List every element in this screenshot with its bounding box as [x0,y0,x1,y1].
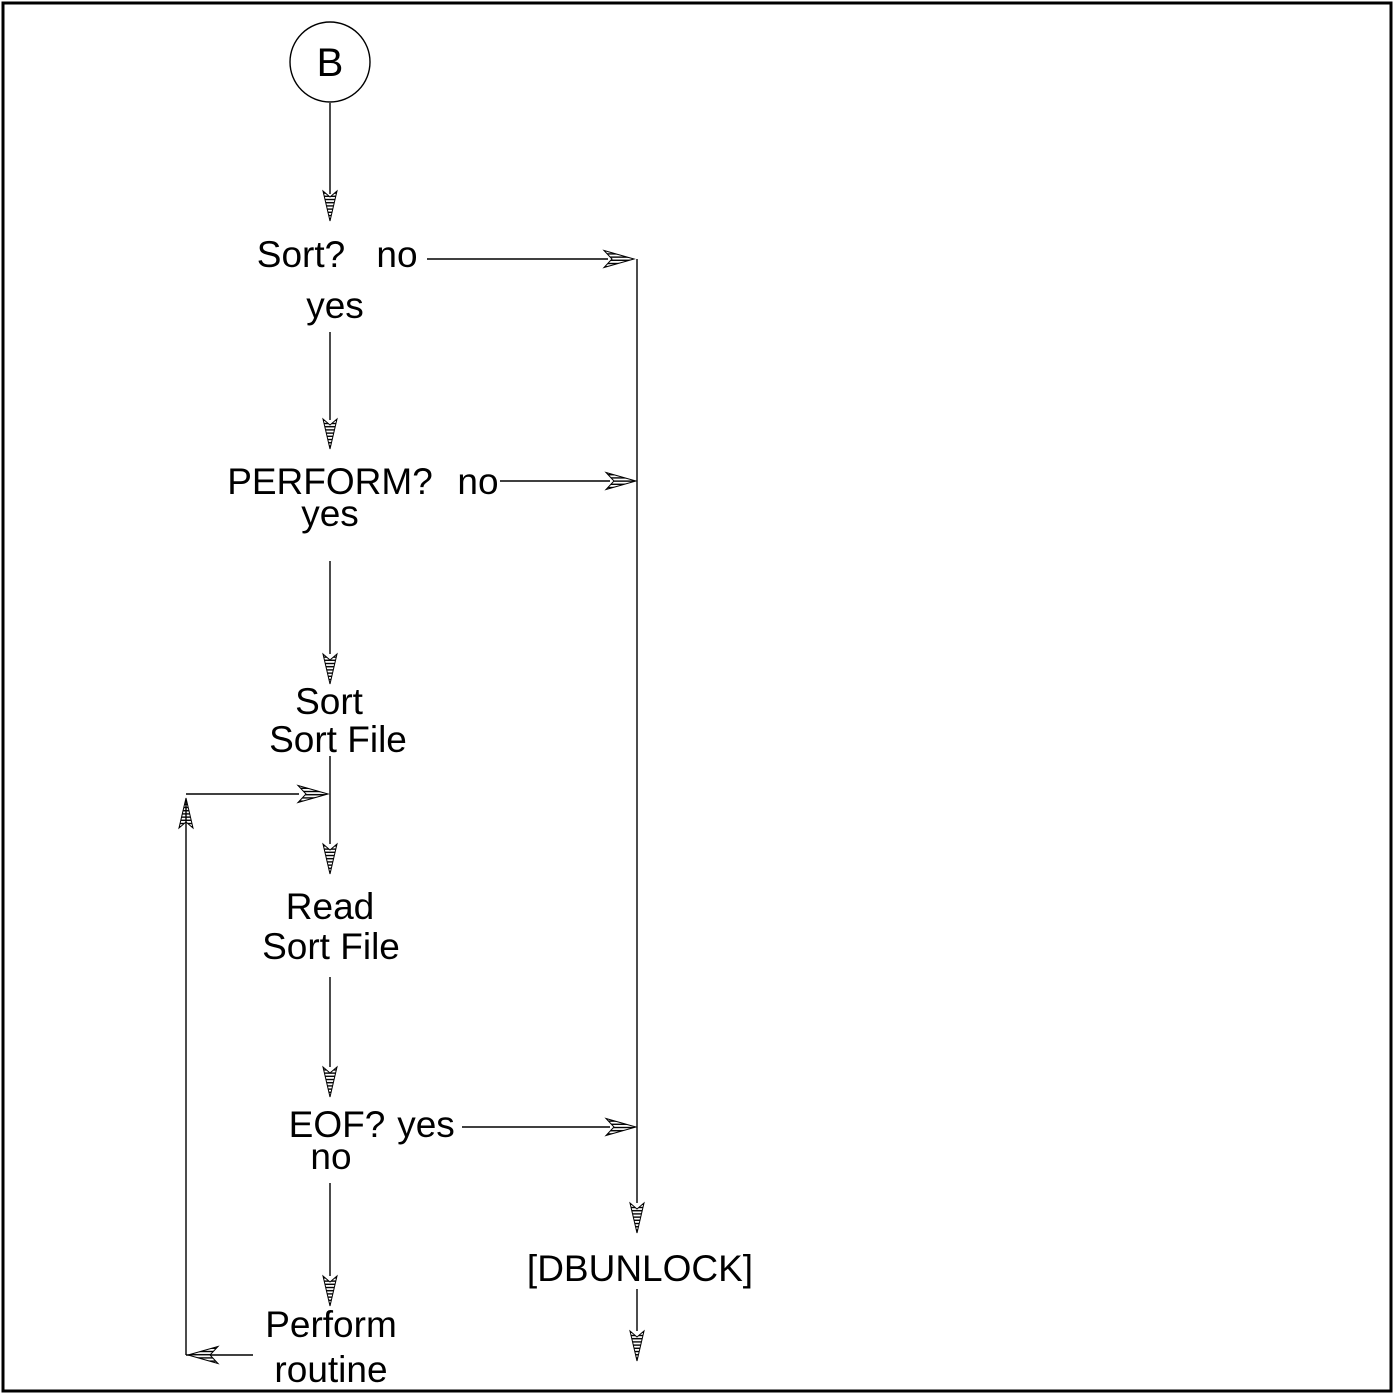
dbunlock-label: [DBUNLOCK] [527,1248,753,1289]
arrow-down-icon [629,1201,645,1234]
arrow-right-icon [604,1117,638,1137]
eof-yes-label: yes [397,1104,455,1145]
arrow-down-icon [322,1274,338,1307]
eof-no-label: no [310,1136,351,1177]
read-step-line1: Read [286,886,374,927]
arrow-down-icon [629,1329,645,1362]
arrow-down-icon [322,417,338,450]
perform-yes-label: yes [301,493,359,534]
connector-label: B [317,41,344,85]
sort-no-label: no [376,234,417,275]
connector-circle [289,21,371,103]
arrow-right-icon [604,471,638,491]
sort-decision-label: Sort? [257,234,345,275]
arrow-right-icon [296,784,330,804]
arrow-right-icon [602,249,636,269]
arrow-down-icon [322,842,338,875]
arrow-down-icon [322,652,338,685]
perform-no-label: no [457,461,498,502]
arrow-down-icon [322,189,338,222]
eof-decision-label: EOF? [289,1104,386,1145]
perform-step-line2: routine [274,1349,387,1390]
sort-yes-label: yes [306,285,364,326]
perform-step-line1: Perform [265,1304,397,1345]
arrow-down-icon [322,1065,338,1098]
sort-step-line2: Sort File [269,719,407,760]
read-step-line2: Sort File [262,926,400,967]
arrow-left-icon [186,1345,220,1365]
perform-decision-label: PERFORM? [227,461,433,502]
sort-step-line1: Sort [295,681,364,722]
